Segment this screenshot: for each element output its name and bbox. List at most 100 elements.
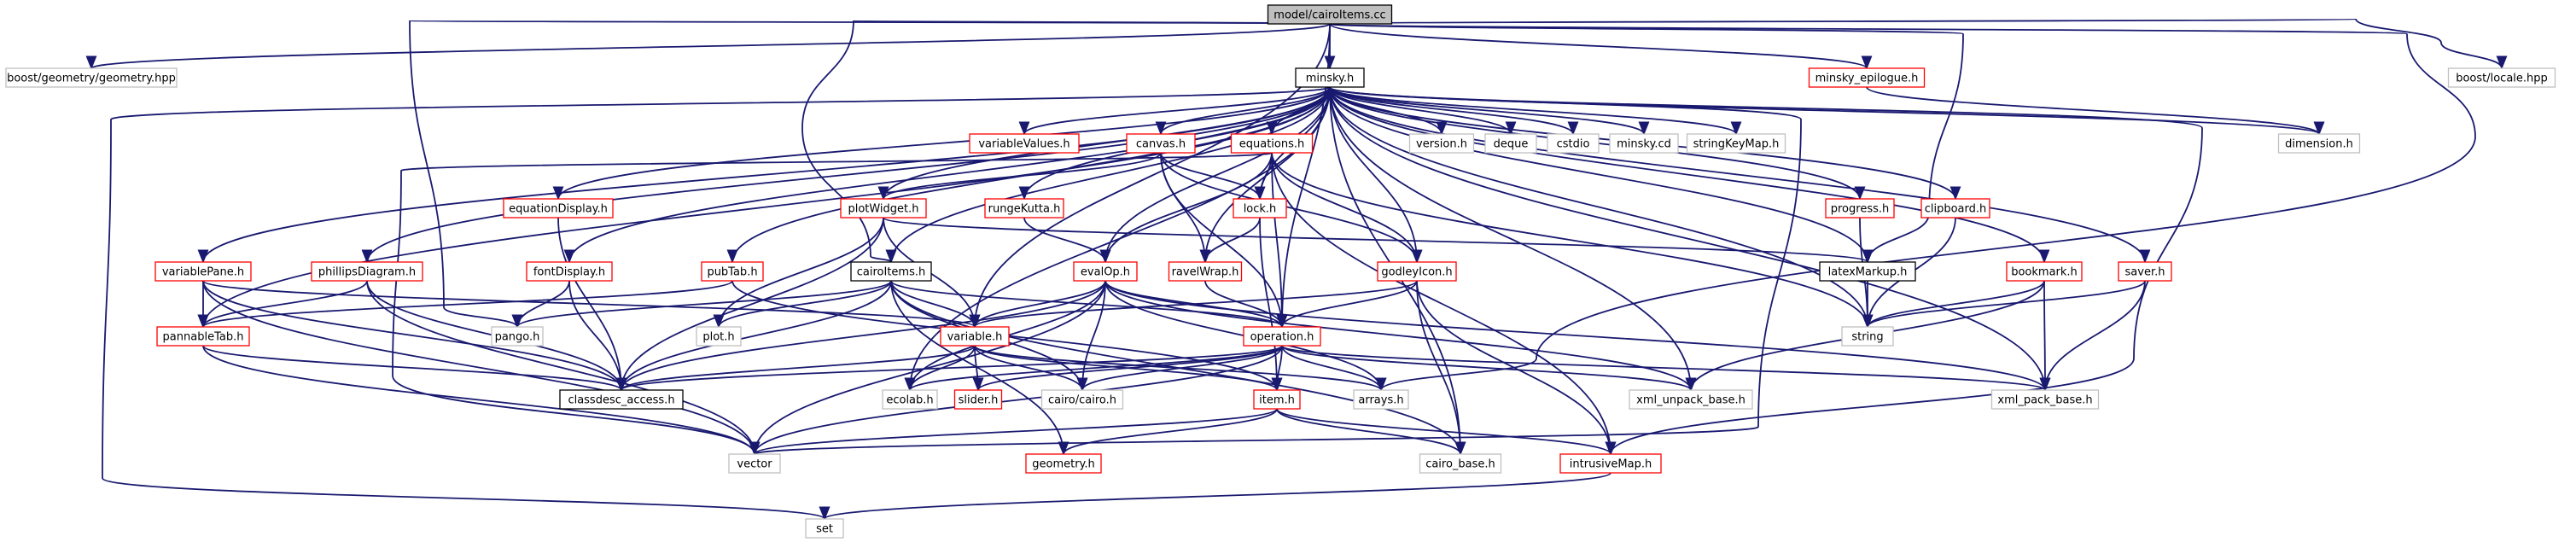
edge-minsky_epilogue-to-dimension — [1866, 86, 2325, 136]
node-label: xml_pack_base.h — [1997, 394, 2092, 407]
edge-fontDisplay-to-pango — [511, 280, 570, 329]
edge-variablePane-to-classdesc_access — [202, 280, 627, 392]
node-evalOp[interactable]: evalOp.h — [1073, 261, 1138, 282]
node-minsky_cd: minsky.cd — [1609, 133, 1679, 154]
node-box — [1920, 198, 1990, 219]
edge-operation-to-vector — [749, 345, 1283, 456]
node-box — [1025, 453, 1102, 474]
node-label: cstdio — [1557, 138, 1590, 151]
edge-variable-to-classdesc_access — [615, 345, 976, 392]
edge-operation-to-cairo_cairo — [1076, 345, 1283, 392]
node-box — [311, 261, 423, 282]
node-label: vector — [737, 458, 772, 471]
node-xml_pack_base: xml_pack_base.h — [1990, 389, 2100, 410]
edge-root-to-boost_geometry — [86, 23, 1331, 70]
node-fontDisplay[interactable]: fontDisplay.h — [526, 261, 613, 282]
node-box — [1819, 261, 1916, 282]
node-variableValues[interactable]: variableValues.h — [969, 133, 1080, 154]
node-box — [1808, 67, 1926, 88]
node-latexMarkup[interactable]: latexMarkup.h — [1819, 261, 1916, 282]
node-progress[interactable]: progress.h — [1825, 198, 1895, 219]
node-box — [1377, 261, 1457, 282]
node-minsky_epilogue[interactable]: minsky_epilogue.h — [1808, 67, 1926, 88]
node-box — [1126, 133, 1196, 154]
node-equations[interactable]: equations.h — [1230, 133, 1314, 154]
node-clipboard[interactable]: clipboard.h — [1920, 198, 1990, 219]
edge-cairoItems-to-variable — [890, 280, 981, 329]
edge-intrusiveMap-to-set — [819, 472, 1611, 521]
node-rungeKutta[interactable]: rungeKutta.h — [984, 198, 1064, 219]
node-item[interactable]: item.h — [1253, 389, 1301, 410]
edge-item-to-vector — [749, 408, 1278, 456]
edge-minsky-to-string — [1329, 86, 1874, 329]
edge-root-to-minsky_epilogue — [1329, 23, 1873, 70]
edge-root-to-boost_locale — [1329, 18, 2508, 70]
node-label: cairo_base.h — [1425, 458, 1495, 471]
node-label: progress.h — [1831, 203, 1890, 216]
node-label: stringKeyMap.h — [1693, 138, 1780, 151]
node-label: pubTab.h — [707, 266, 757, 279]
edge-minsky-to-variableValues — [1018, 86, 1331, 136]
edge-evalOp-to-xml_unpack_base — [1104, 280, 1697, 392]
node-label: godleyIcon.h — [1381, 266, 1452, 279]
node-ravelWrap[interactable]: ravelWrap.h — [1168, 261, 1243, 282]
node-variablePane[interactable]: variablePane.h — [154, 261, 252, 282]
edge-variablePane-to-variable — [202, 280, 980, 329]
node-slider[interactable]: slider.h — [953, 389, 1003, 410]
node-box — [1243, 326, 1321, 347]
node-label: lock.h — [1244, 203, 1277, 216]
node-label: ecolab.h — [886, 394, 933, 407]
node-minsky[interactable]: minsky.h — [1295, 67, 1365, 88]
node-variable[interactable]: variable.h — [940, 326, 1010, 347]
edge-item-to-geometry — [1058, 408, 1278, 456]
node-phillipsDiagram[interactable]: phillipsDiagram.h — [311, 261, 423, 282]
node-equationDisplay[interactable]: equationDisplay.h — [503, 198, 614, 219]
node-box — [1559, 453, 1662, 474]
node-godleyIcon[interactable]: godleyIcon.h — [1377, 261, 1457, 282]
edge-minsky-to-xml_unpack_base — [1329, 86, 1697, 392]
edge-equations-to-vector — [392, 152, 1273, 456]
node-pannableTab[interactable]: pannableTab.h — [156, 326, 250, 347]
node-label: boost/locale.hpp — [2456, 73, 2548, 85]
edge-cairoItems-to-pango — [511, 280, 892, 329]
node-cairoItems[interactable]: cairoItems.h — [850, 261, 932, 282]
node-intrusiveMap[interactable]: intrusiveMap.h — [1559, 453, 1662, 474]
edge-cairoItems-to-plot — [713, 280, 892, 329]
node-box — [1295, 67, 1365, 88]
node-root[interactable]: model/cairoItems.cc — [1267, 4, 1393, 25]
node-classdesc_access[interactable]: classdesc_access.h — [559, 389, 684, 410]
edge-cairoItems-to-operation — [890, 280, 1288, 329]
node-label: bookmark.h — [2011, 266, 2078, 279]
node-bookmark[interactable]: bookmark.h — [2006, 261, 2083, 282]
edge-fontDisplay-to-classdesc_access — [568, 280, 627, 392]
node-deque: deque — [1484, 133, 1537, 154]
edge-minsky-to-minsky_cd — [1329, 86, 1650, 136]
node-vector: vector — [728, 453, 781, 474]
node-label: variablePane.h — [162, 266, 244, 279]
node-plotWidget[interactable]: plotWidget.h — [840, 198, 927, 219]
node-label: deque — [1494, 138, 1529, 151]
node-label: cairo/cairo.h — [1048, 394, 1116, 407]
edge-root-to-pango — [409, 20, 1331, 329]
node-lock[interactable]: lock.h — [1233, 198, 1287, 219]
node-label: rungeKutta.h — [988, 203, 1061, 216]
node-label: dimension.h — [2285, 138, 2353, 151]
node-operation[interactable]: operation.h — [1243, 326, 1321, 347]
node-pubTab[interactable]: pubTab.h — [701, 261, 764, 282]
node-geometry[interactable]: geometry.h — [1025, 453, 1102, 474]
node-box — [969, 133, 1080, 154]
edge-evalOp-to-xml_pack_base — [1104, 280, 2051, 392]
node-saver[interactable]: saver.h — [2118, 261, 2172, 282]
edge-minsky-to-bookmark — [1329, 86, 2050, 264]
edge-bookmark-to-string — [1862, 280, 2045, 329]
node-box — [1609, 133, 1679, 154]
node-canvas[interactable]: canvas.h — [1126, 133, 1196, 154]
node-boost_geometry: boost/geometry/geometry.hpp — [5, 67, 178, 88]
edge-root-to-latexMarkup — [1329, 23, 1964, 264]
edge-plotWidget-to-plot — [713, 217, 884, 329]
node-label: variable.h — [947, 331, 1003, 344]
node-label: canvas.h — [1136, 138, 1186, 151]
edge-operation-to-classdesc_access — [616, 345, 1283, 392]
node-box — [1040, 389, 1124, 410]
node-label: minsky_epilogue.h — [1815, 73, 1919, 85]
